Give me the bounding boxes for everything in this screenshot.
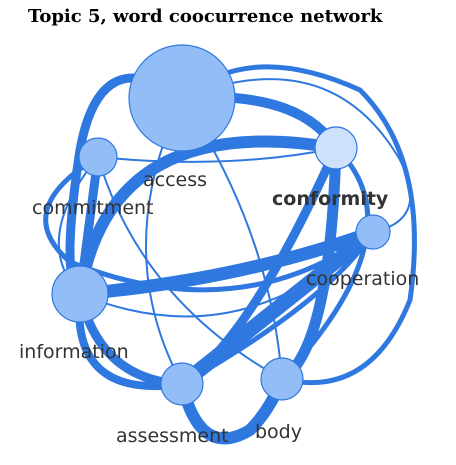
nodes xyxy=(51,44,391,406)
node-label-access: access xyxy=(143,169,207,191)
edge xyxy=(179,64,417,386)
network-node xyxy=(314,126,358,170)
node-label-commitment: commitment xyxy=(32,197,154,219)
node-labels: access commitment conformity cooperation… xyxy=(19,169,419,447)
node-label-cooperation: cooperation xyxy=(306,268,419,290)
edges xyxy=(43,64,417,445)
edge xyxy=(176,373,288,445)
edge xyxy=(97,147,337,163)
network-node xyxy=(355,214,391,250)
node-label-information: information xyxy=(19,341,129,363)
network-node xyxy=(160,362,204,406)
edge xyxy=(43,154,376,293)
network-node xyxy=(260,357,304,401)
node-label-body: body xyxy=(255,421,302,443)
network-node xyxy=(128,44,236,152)
edge xyxy=(73,225,380,301)
edge xyxy=(181,78,412,233)
node-label-assessment: assessment xyxy=(116,425,229,447)
node-label-conformity: conformity xyxy=(272,188,389,210)
edge xyxy=(74,135,342,300)
figure-title: Topic 5, word coocurrence network xyxy=(28,6,383,27)
network-node xyxy=(78,137,118,177)
network-node xyxy=(51,265,109,323)
